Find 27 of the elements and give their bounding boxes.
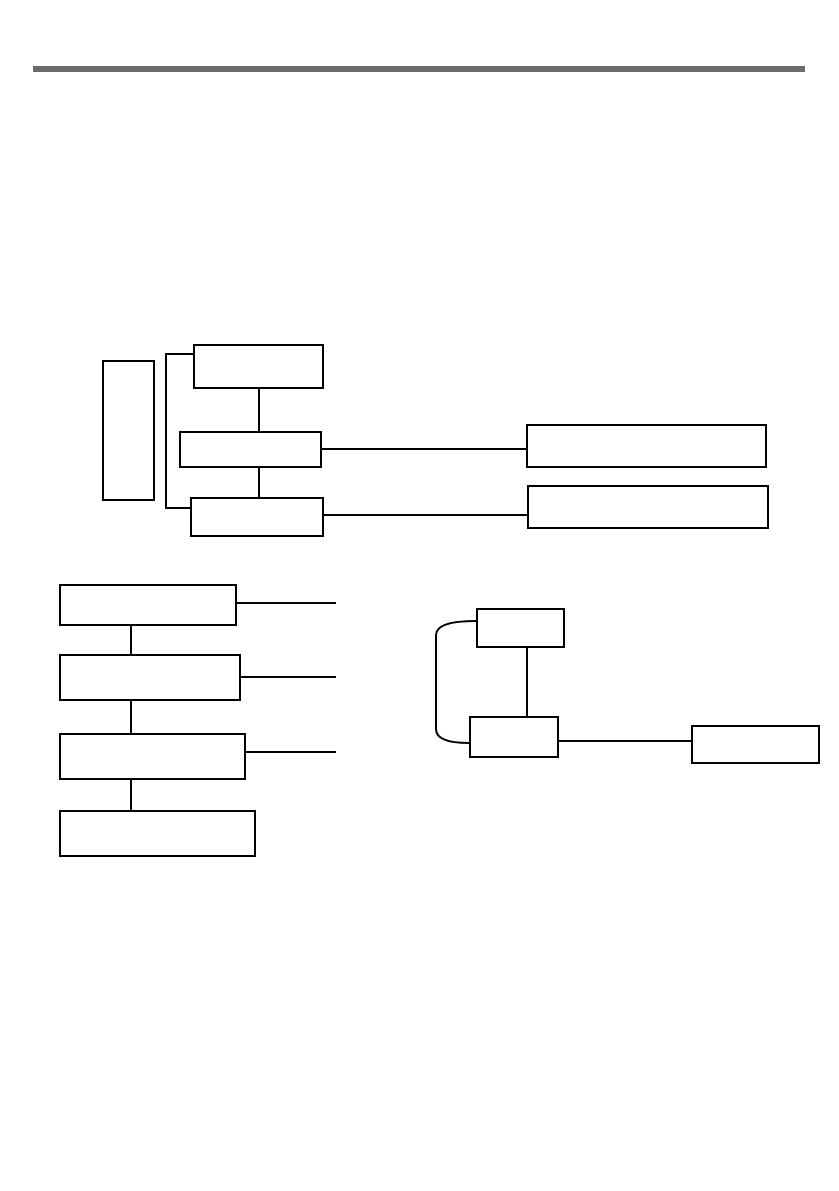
blank-box [179,431,322,468]
connector-line [258,467,260,498]
connector-line [240,676,337,678]
blank-box [59,584,237,626]
blank-box [59,654,241,701]
connector-line [321,448,527,450]
connector-line [165,353,194,509]
connector-line [236,602,337,604]
blank-box [526,424,767,468]
connector-line [435,620,477,744]
connector-line [130,625,132,655]
connector-line [130,700,132,734]
blank-box [59,810,256,857]
blank-box [476,608,565,648]
connector-line [130,779,132,811]
blank-box [190,497,324,537]
blank-box [193,344,324,389]
blank-box [469,716,559,758]
blank-box [527,485,769,529]
connector-line [323,514,528,516]
connector-line [258,388,260,432]
connector-line [245,751,337,753]
connector-line [558,740,692,742]
blank-box [59,733,246,780]
blank-box [102,360,155,501]
blank-box [691,725,820,764]
connector-line [526,647,528,717]
